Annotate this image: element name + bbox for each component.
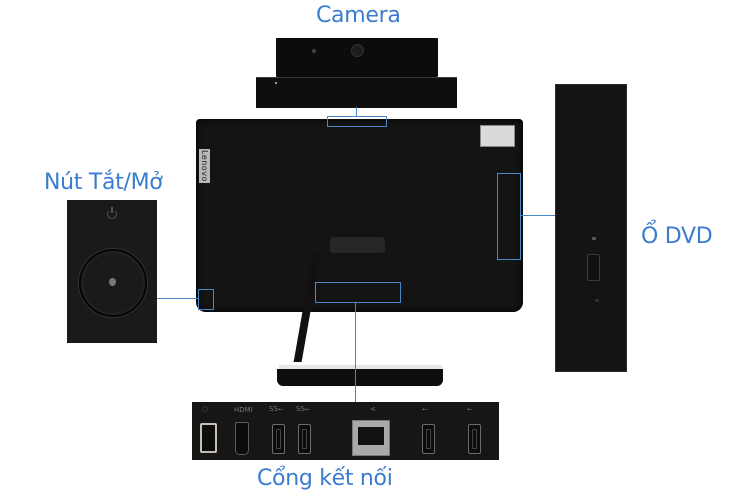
camera-label: Camera <box>316 3 401 28</box>
dc-power-port <box>200 423 217 453</box>
dvd-drive <box>555 84 627 372</box>
ports-callout-line <box>355 303 356 403</box>
usb3-port-1 <box>272 424 285 454</box>
power-callout-line <box>156 298 198 299</box>
camera-callout-line <box>356 107 357 117</box>
camera-lens-icon <box>351 44 364 57</box>
dvd-eject-button[interactable] <box>587 254 600 281</box>
ports-callout-box <box>315 282 401 303</box>
ports-label: Cổng kết nối <box>257 466 393 491</box>
hdmi-label: HDMI <box>234 406 253 414</box>
camera-module-bottom <box>256 77 457 108</box>
power-symbol-stem <box>111 207 113 213</box>
power-callout-box <box>198 289 214 310</box>
dvd-callout-box <box>497 173 521 260</box>
power-button-label: Nút Tắt/Mở <box>44 170 163 195</box>
camera-callout-box <box>327 116 387 127</box>
camera-indicator-icon <box>275 82 277 84</box>
power-button[interactable] <box>79 249 147 317</box>
lenovo-logo: Lenovo <box>199 149 210 183</box>
power-button-panel <box>67 200 157 343</box>
usb2-port-2 <box>468 424 481 454</box>
ports-panel: ◌ HDMI SS⭠ SS⭠ ⋖ ⭠ ⭠ <box>192 402 499 460</box>
dc-power-label-icon: ◌ <box>202 405 209 413</box>
stand-base <box>277 369 443 386</box>
ethernet-label-icon: ⋖ <box>370 405 376 413</box>
usb3-label-1: SS⭠ <box>269 405 284 413</box>
usb3-label-2: SS⭠ <box>296 405 311 413</box>
monitor-back: Lenovo <box>196 119 523 312</box>
dvd-callout-line <box>521 215 556 216</box>
stand-plate <box>279 365 442 369</box>
power-symbol-icon <box>107 209 117 219</box>
dvd-emergency-hole-icon <box>595 299 599 302</box>
usb2-label-1: ⭠ <box>422 405 428 413</box>
hdmi-port <box>235 422 249 455</box>
usb3-port-2 <box>298 424 311 454</box>
stand-hinge <box>330 237 385 253</box>
dvd-drive-label: Ổ DVD <box>641 224 713 249</box>
ethernet-port <box>352 420 390 456</box>
camera-sensor-icon <box>312 49 316 53</box>
power-led-icon <box>109 278 116 286</box>
camera-module-top <box>276 38 438 77</box>
dvd-led-icon <box>592 237 596 240</box>
ethernet-socket <box>358 427 384 445</box>
regulatory-sticker <box>480 125 515 147</box>
usb2-port-1 <box>422 424 435 454</box>
usb2-label-2: ⭠ <box>467 405 473 413</box>
